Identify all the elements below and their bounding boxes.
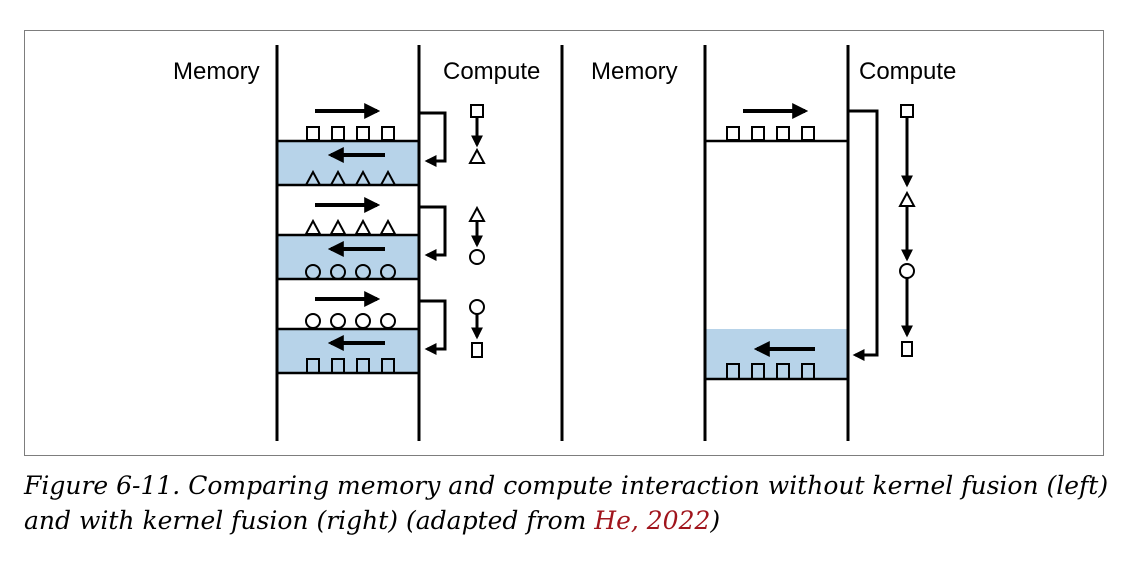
square-icon xyxy=(726,126,815,380)
left-row-3 xyxy=(305,291,485,374)
left-memory-column xyxy=(275,45,421,441)
left-buffer-2 xyxy=(277,235,419,279)
loop-arrow xyxy=(419,111,447,167)
left-row-1 xyxy=(304,103,486,186)
caption-suffix: ) xyxy=(710,506,721,535)
left-compute-label: Compute xyxy=(443,58,540,85)
triangle-icon xyxy=(304,169,397,186)
caption-text: Figure 6-11. Comparing memory and comput… xyxy=(24,471,1109,535)
right-memory-column xyxy=(703,45,850,441)
figure-frame: Memory Compute Memory Compute xyxy=(24,30,1104,456)
loop-arrow xyxy=(419,205,447,261)
loop-arrow xyxy=(419,299,447,355)
right-fused-flow xyxy=(726,103,916,380)
fusion-diagram: Memory Compute Memory Compute xyxy=(173,45,956,441)
left-memory-label: Memory xyxy=(173,58,260,85)
right-memory-label: Memory xyxy=(591,58,678,85)
circle-icon xyxy=(305,313,396,329)
left-row-2 xyxy=(304,197,486,280)
square-icon xyxy=(306,126,395,141)
left-buffer-1 xyxy=(277,141,419,185)
figure-caption: Figure 6-11. Comparing memory and comput… xyxy=(24,468,1114,538)
left-buffer-3 xyxy=(277,329,419,373)
citation-link[interactable]: He, 2022 xyxy=(594,506,711,535)
square-icon xyxy=(306,358,395,374)
fused-loop-arrow xyxy=(848,109,879,361)
circle-icon xyxy=(305,264,396,280)
right-compute-label: Compute xyxy=(859,58,956,85)
triangle-icon xyxy=(304,218,397,235)
